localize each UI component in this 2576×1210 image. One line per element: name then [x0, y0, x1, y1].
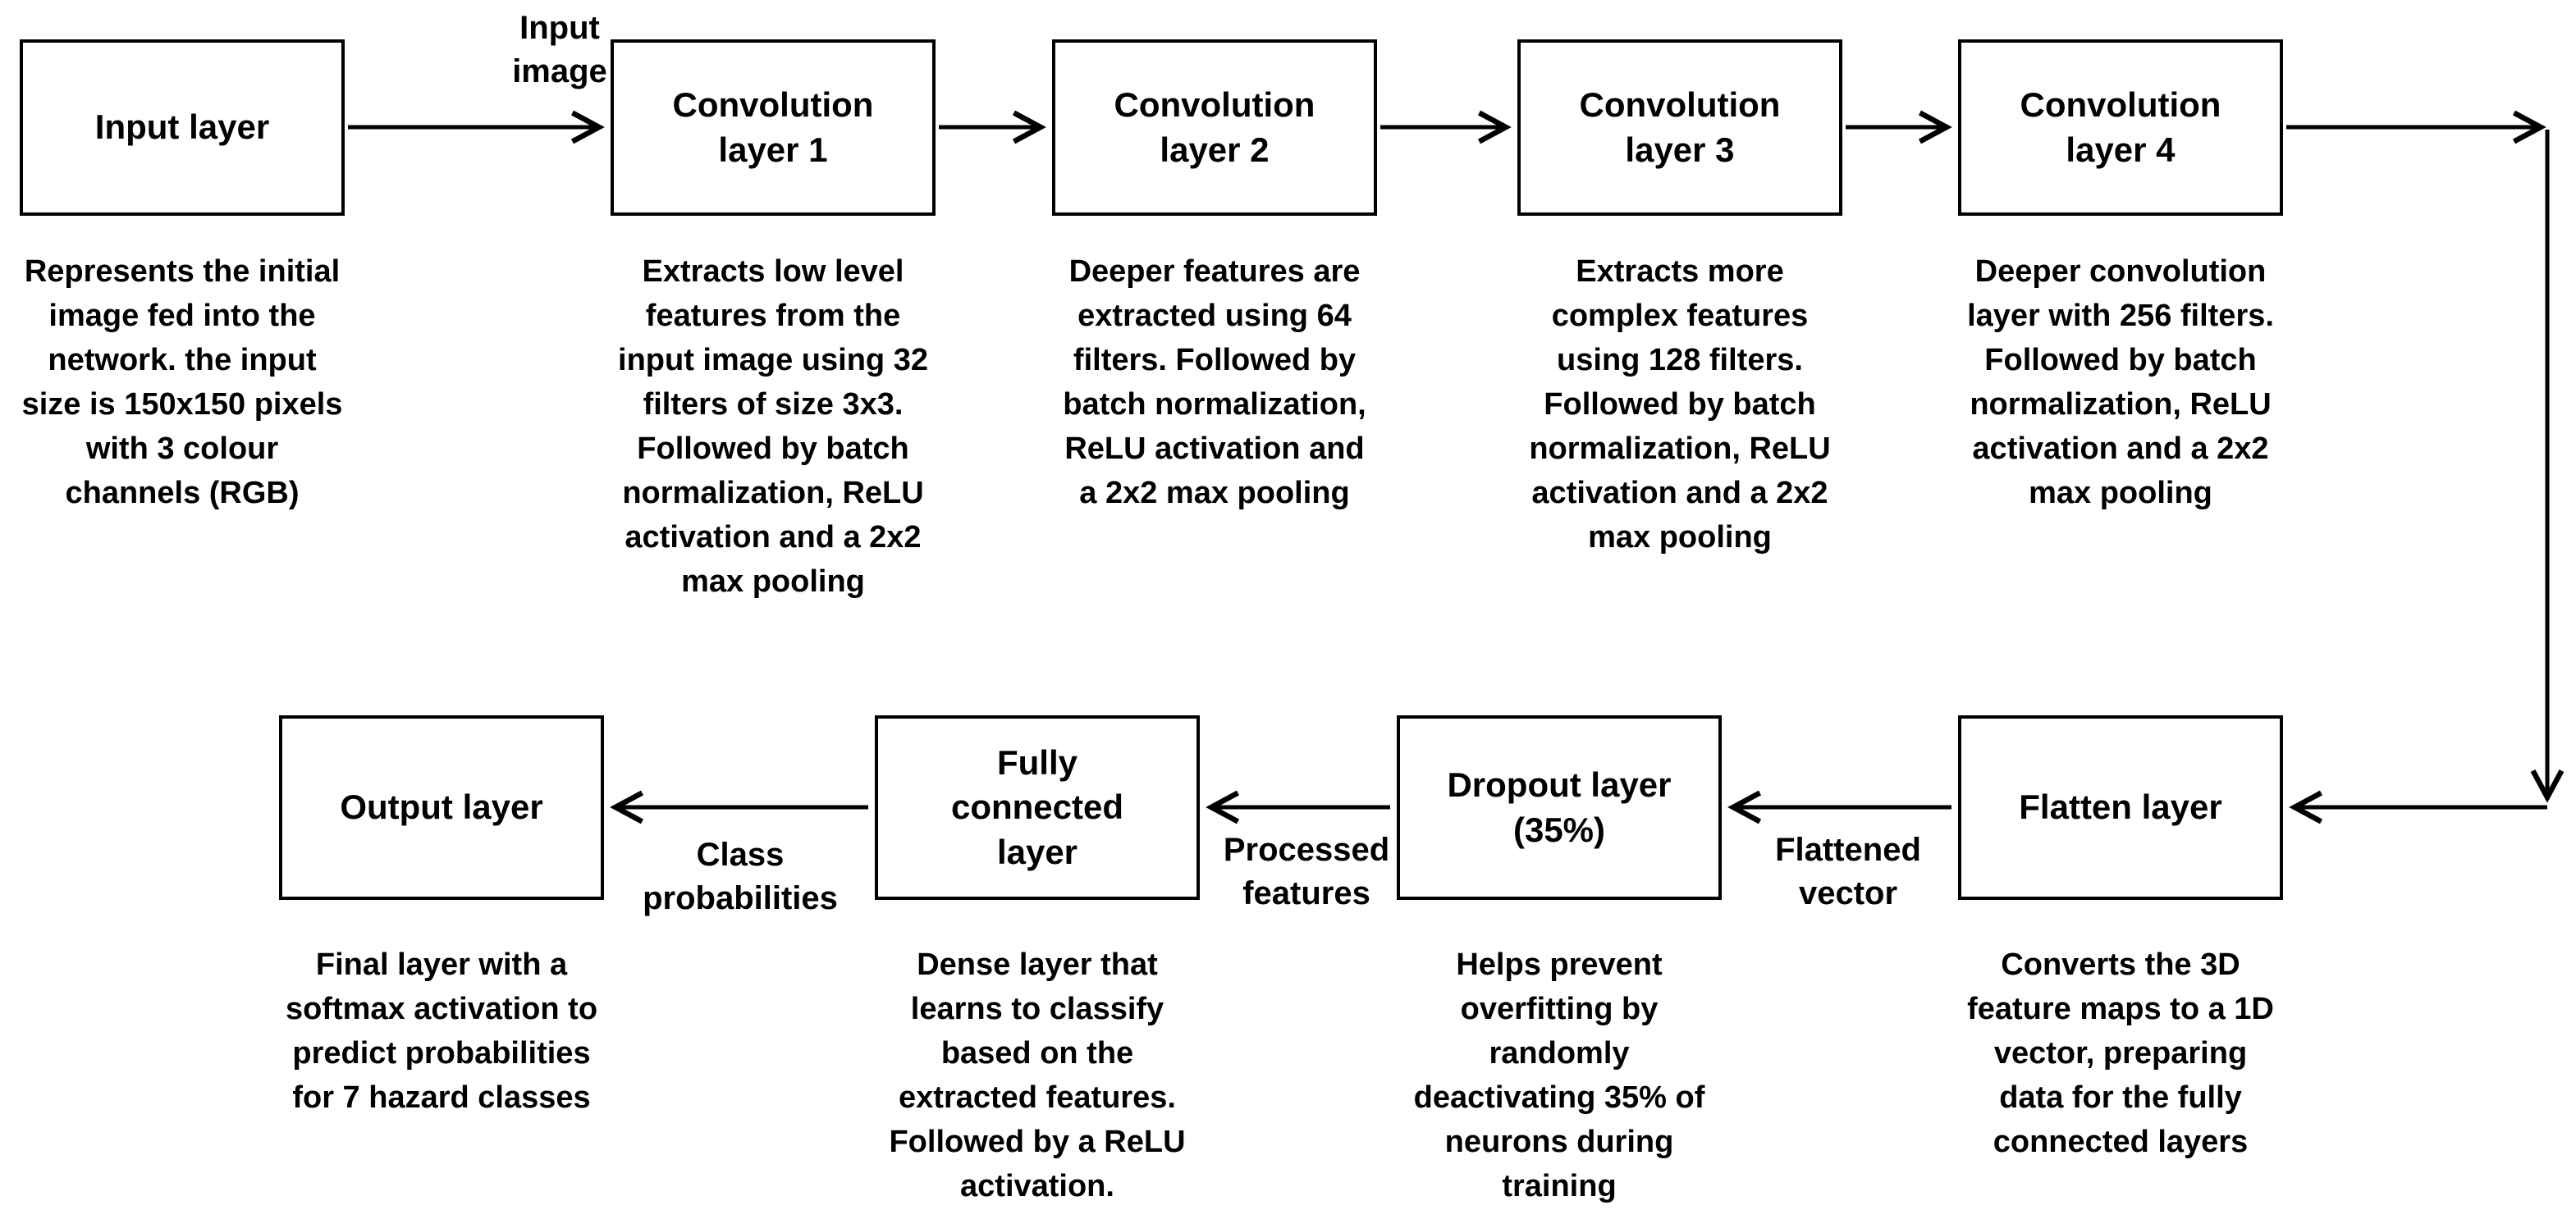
conv-layer-3-description: Extracts more complex features using 128… — [1529, 254, 1831, 555]
flatten-layer-description: Converts the 3D feature maps to a 1D vec… — [1967, 947, 2274, 1159]
box-conv-layer-3: Convolution layer 3 — [1517, 39, 1842, 216]
fully-connected-layer-description: Dense layer that learns to classify base… — [889, 947, 1186, 1203]
flatten-layer-title: Flatten layer — [2019, 788, 2222, 827]
conv-layer-4-description: Deeper convolution layer with 256 filter… — [1967, 254, 2274, 510]
conv-layer-2-description: Deeper features are extracted using 64 f… — [1063, 254, 1366, 510]
box-fully-connected-layer: Fully connected layer — [875, 715, 1200, 900]
conv-layer-2-title: Convolution layer 2 — [1114, 84, 1315, 169]
label-flattened-vector: Flattened vector — [1775, 832, 1921, 911]
dropout-layer-description: Helps prevent overfitting by randomly de… — [1413, 947, 1705, 1203]
box-input-layer: Input layer — [20, 39, 345, 216]
box-conv-layer-1: Convolution layer 1 — [611, 39, 936, 216]
box-conv-layer-2: Convolution layer 2 — [1052, 39, 1377, 216]
conv-layer-1-title: Convolution layer 1 — [672, 84, 874, 169]
label-processed-features: Processed features — [1223, 832, 1390, 911]
dropout-layer-title: Dropout layer (35%) — [1447, 765, 1672, 849]
output-layer-description: Final layer with a softmax activation to… — [285, 947, 598, 1115]
input-layer-description: Represents the initial image fed into th… — [21, 254, 343, 510]
output-layer-title: Output layer — [340, 788, 543, 827]
fully-connected-layer-title: Fully connected layer — [950, 742, 1124, 871]
box-flatten-layer: Flatten layer — [1958, 715, 2283, 900]
box-output-layer: Output layer — [279, 715, 604, 900]
box-dropout-layer: Dropout layer (35%) — [1397, 715, 1722, 900]
conv-layer-1-description: Extracts low level features from the inp… — [618, 254, 928, 599]
conv-layer-4-title: Convolution layer 4 — [2020, 84, 2221, 169]
label-input-image: Input image — [512, 10, 607, 89]
input-layer-title: Input layer — [94, 107, 270, 147]
label-class-probabilities: Class probabilities — [643, 837, 838, 916]
box-conv-layer-4: Convolution layer 4 — [1958, 39, 2283, 216]
conv-layer-3-title: Convolution layer 3 — [1579, 84, 1781, 169]
